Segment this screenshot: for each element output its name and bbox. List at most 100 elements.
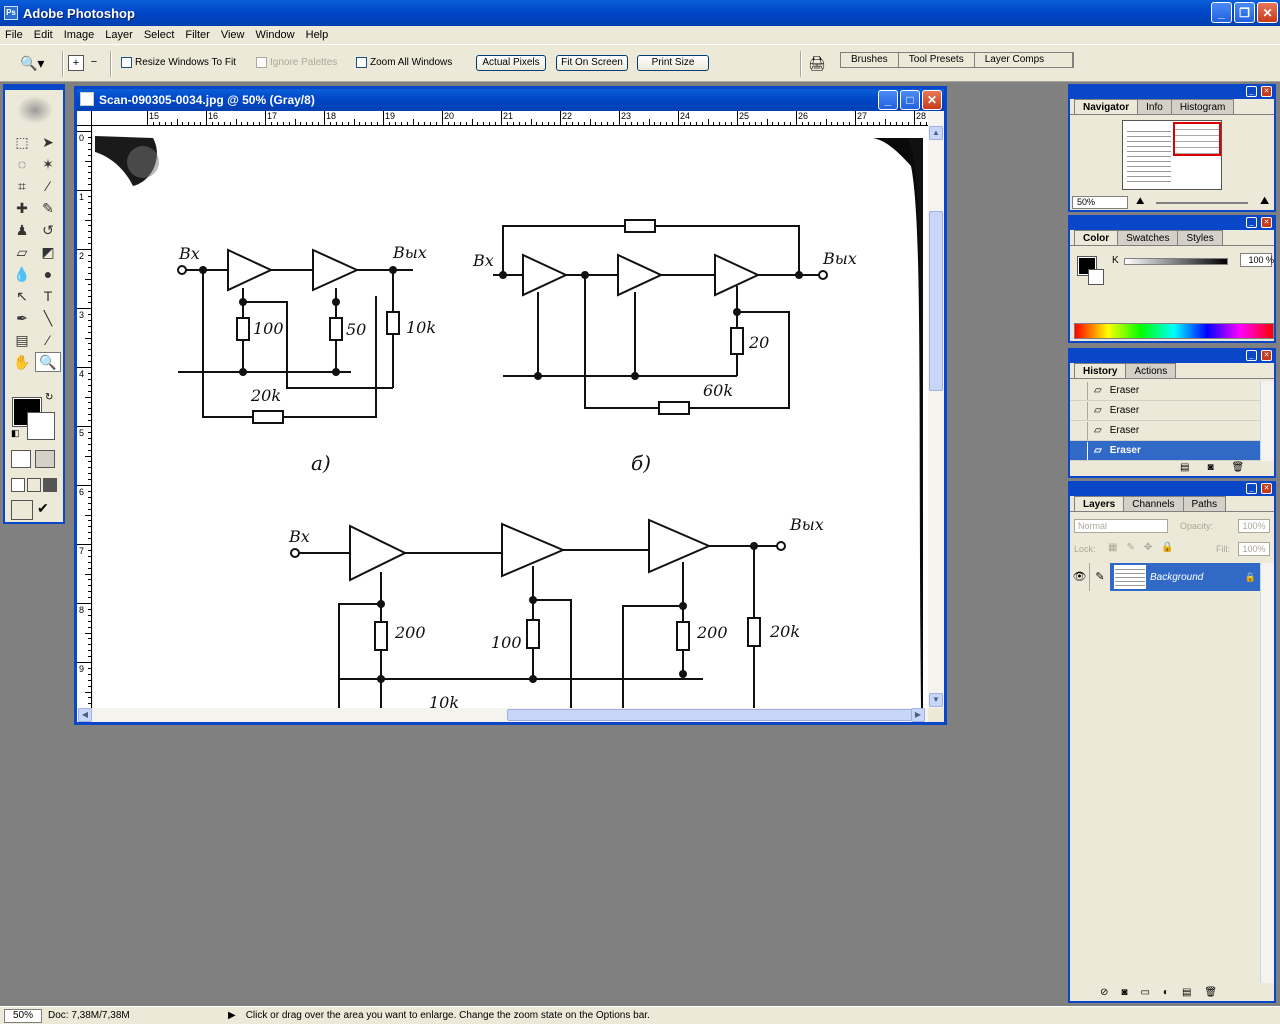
zoom-tool-icon[interactable]: 🔍 — [35, 352, 61, 372]
scroll-down-icon[interactable]: ▼ — [929, 693, 943, 707]
actual-pixels-button[interactable]: Actual Pixels — [476, 55, 546, 71]
file-browser-icon[interactable]: 🖨 — [808, 55, 826, 71]
color-background-swatch[interactable] — [1088, 269, 1104, 285]
menu-help[interactable]: Help — [305, 29, 329, 41]
blur-tool-icon[interactable]: 💧 — [13, 265, 31, 282]
marquee-tool-icon[interactable]: ⬚ — [15, 133, 29, 150]
resize-windows-checkbox[interactable]: Resize Windows To Fit — [121, 57, 236, 68]
trash-icon[interactable]: 🗑 — [1231, 462, 1245, 473]
status-zoom-field[interactable]: 50% — [4, 1008, 42, 1023]
well-tab-layer-comps[interactable]: Layer Comps — [974, 53, 1074, 67]
scroll-right-icon[interactable]: ▶ — [911, 708, 925, 722]
menu-image[interactable]: Image — [63, 29, 95, 41]
history-item[interactable]: ▱Eraser — [1070, 381, 1260, 401]
brush-tool-icon[interactable]: ✎ — [42, 199, 54, 216]
navigator-zoom-in-icon[interactable]: ⛰ — [1260, 195, 1270, 207]
swap-colors-icon[interactable]: ↻ — [45, 392, 54, 403]
history-item[interactable]: ▱Eraser — [1070, 421, 1260, 441]
menu-select[interactable]: Select — [143, 29, 175, 41]
dodge-tool-icon[interactable]: ● — [43, 266, 53, 282]
quick-mask-icon[interactable] — [35, 450, 55, 468]
status-menu-arrow-icon[interactable]: ▶ — [228, 1010, 236, 1021]
layer-visibility-eye-icon[interactable]: 👁 — [1070, 563, 1090, 591]
history-brush-icon[interactable]: ↺ — [42, 221, 54, 238]
minimize-button[interactable]: _ — [1211, 2, 1232, 23]
healing-brush-icon[interactable]: ✚ — [16, 199, 28, 216]
path-selection-icon[interactable]: ↖ — [16, 287, 28, 304]
opacity-field[interactable]: 100% — [1238, 519, 1270, 533]
tab-channels[interactable]: Channels — [1123, 496, 1184, 511]
navigator-zoom-field[interactable]: 50% — [1072, 196, 1128, 209]
new-document-icon[interactable]: ▤ — [1180, 462, 1190, 473]
fill-field[interactable]: 100% — [1238, 542, 1270, 556]
hand-tool-icon[interactable]: ✋ — [13, 353, 31, 370]
line-tool-icon[interactable]: ╲ — [43, 309, 53, 326]
tab-color[interactable]: Color — [1074, 230, 1119, 245]
menu-window[interactable]: Window — [255, 29, 295, 41]
crop-tool-icon[interactable]: ⌗ — [18, 177, 26, 194]
new-group-icon[interactable]: ▭ — [1140, 987, 1150, 998]
tab-paths[interactable]: Paths — [1182, 496, 1227, 511]
menu-edit[interactable]: Edit — [33, 29, 53, 41]
vertical-scrollbar[interactable]: ▲ ▼ — [928, 111, 944, 708]
new-snapshot-icon[interactable]: ◙ — [1207, 462, 1214, 473]
tab-navigator[interactable]: Navigator — [1074, 99, 1139, 114]
color-k-slider[interactable] — [1124, 258, 1228, 265]
zoom-in-icon[interactable]: + — [68, 55, 84, 71]
new-layer-icon[interactable]: ▤ — [1181, 987, 1192, 998]
clone-stamp-icon[interactable]: ♟ — [15, 221, 29, 238]
horizontal-scroll-thumb[interactable] — [507, 709, 912, 721]
navigator-zoom-out-icon[interactable]: ⛰ — [1136, 196, 1145, 207]
link-icon[interactable]: ⊘ — [1100, 987, 1109, 998]
standard-mode-icon[interactable] — [11, 450, 31, 468]
horizontal-scrollbar[interactable]: ◀ ▶ — [77, 708, 928, 722]
close-button[interactable]: ✕ — [1257, 2, 1278, 23]
lock-transparency-icon[interactable]: ▦ — [1108, 542, 1118, 553]
background-color-swatch[interactable] — [27, 412, 55, 440]
ruler-origin[interactable] — [77, 111, 92, 126]
lock-position-icon[interactable]: ✥ — [1143, 542, 1153, 553]
notes-tool-icon[interactable]: ▤ — [15, 331, 29, 348]
screen-mode-full-menu-icon[interactable] — [27, 478, 41, 492]
type-tool-icon[interactable]: T — [43, 288, 53, 304]
image-canvas[interactable]: Вх Вых 100 50 10k 20k a) Вх Вых 20 60k б… — [93, 126, 928, 708]
tab-swatches[interactable]: Swatches — [1117, 230, 1179, 245]
menu-view[interactable]: View — [220, 29, 245, 41]
pen-tool-icon[interactable]: ✒ — [16, 309, 28, 326]
tab-history[interactable]: History — [1074, 363, 1127, 378]
color-spectrum-bar[interactable] — [1074, 323, 1274, 339]
scroll-left-icon[interactable]: ◀ — [78, 708, 92, 722]
imageready-icon[interactable] — [11, 500, 33, 520]
tab-info[interactable]: Info — [1137, 99, 1172, 114]
checkmark-icon[interactable]: ✔ — [37, 500, 49, 516]
slice-tool-icon[interactable]: ∕ — [46, 178, 50, 194]
add-mask-icon[interactable]: ◙ — [1121, 987, 1128, 998]
tab-styles[interactable]: Styles — [1177, 230, 1223, 245]
default-colors-icon[interactable]: ◧ — [11, 428, 20, 438]
lock-pixels-icon[interactable]: ✎ — [1126, 542, 1135, 553]
blend-mode-select[interactable]: Normal — [1074, 519, 1168, 533]
magic-wand-icon[interactable]: ✶ — [42, 155, 54, 172]
eraser-tool-icon[interactable]: ▱ — [16, 243, 28, 260]
layer-row-background[interactable]: 👁 ✎ Background 🔒 — [1070, 563, 1260, 591]
eyedropper-icon[interactable]: ⁄ — [46, 332, 50, 348]
menu-filter[interactable]: Filter — [185, 29, 210, 41]
history-scrollbar[interactable] — [1260, 381, 1274, 461]
screen-mode-full-icon[interactable] — [43, 478, 57, 492]
move-tool-icon[interactable]: ➤ — [42, 133, 54, 150]
paint-bucket-icon[interactable]: ◩ — [41, 243, 55, 260]
history-item-selected[interactable]: ▱Eraser — [1070, 441, 1260, 461]
print-size-button[interactable]: Print Size — [637, 55, 709, 71]
menu-layer[interactable]: Layer — [105, 29, 133, 41]
navigator-view-box[interactable] — [1173, 122, 1221, 156]
fit-on-screen-button[interactable]: Fit On Screen — [556, 55, 628, 71]
zoom-tool-preset-icon[interactable]: 🔍▾ — [20, 55, 45, 71]
navigator-zoom-slider[interactable] — [1156, 202, 1248, 204]
doc-maximize-button[interactable]: □ — [900, 90, 920, 110]
zoom-out-icon[interactable]: − — [90, 56, 98, 68]
zoom-all-windows-checkbox[interactable]: Zoom All Windows — [356, 57, 452, 68]
tab-layers[interactable]: Layers — [1074, 496, 1125, 511]
navigator-thumbnail[interactable] — [1122, 120, 1222, 190]
adjustment-layer-icon[interactable]: ◐ — [1162, 987, 1169, 998]
